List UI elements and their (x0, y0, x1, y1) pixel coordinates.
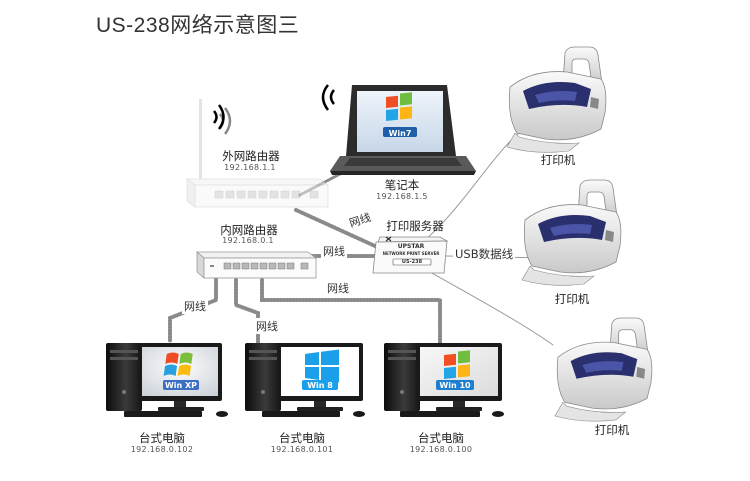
laptop-ip: 192.168.1.5 (376, 192, 428, 201)
print-server (372, 236, 449, 274)
wire-label-desktop-2: 网线 (254, 318, 280, 334)
desktop-2-label: 台式电脑 (279, 431, 325, 445)
desktop-1 (106, 343, 228, 417)
windows-7-logo (386, 92, 412, 121)
desktop-3-os-label: Win 10 (439, 381, 471, 390)
windows-10-logo (444, 350, 470, 379)
cable-outer-router-to-server (294, 208, 377, 248)
desktop-3-label: 台式电脑 (418, 431, 464, 445)
inner-router-label: 内网路由器 (220, 223, 278, 237)
usb-cable-printer-3 (429, 271, 554, 346)
printer-1 (506, 46, 607, 153)
printer-2-label: 打印机 (554, 292, 590, 306)
printer-2 (521, 179, 622, 286)
inner-router (195, 251, 318, 279)
laptop-label: 笔记本 (384, 178, 420, 192)
desktop-3-ip: 192.168.0.100 (409, 445, 473, 454)
desktop-3 (384, 343, 504, 417)
windows-8-logo (305, 349, 339, 383)
outer-router-ip: 192.168.1.1 (224, 163, 276, 172)
printer-3-label: 打印机 (594, 423, 630, 437)
desktop-1-label: 台式电脑 (139, 431, 185, 445)
page-title: US-238网络示意图三 (96, 14, 300, 37)
printer-1-label: 打印机 (540, 153, 576, 167)
laptop (330, 85, 476, 175)
outer-router (185, 99, 330, 208)
wifi-icon-laptop (321, 84, 335, 111)
print-server-brand: UPSTAR (397, 243, 425, 250)
desktop-2-ip: 192.168.0.101 (270, 445, 334, 454)
desktop-1-ip: 192.168.0.102 (130, 445, 194, 454)
wire-label-desktop-1: 网线 (182, 298, 208, 314)
windows-xp-logo (163, 352, 193, 376)
outer-router-label: 外网路由器 (222, 149, 280, 163)
printer-3 (554, 317, 653, 422)
wire-label-desktop-3: 网线 (325, 280, 351, 296)
win-xp-plate (163, 380, 199, 390)
cable-desktop-3 (260, 278, 442, 347)
win-8-plate (302, 380, 338, 390)
print-server-label: 打印服务器 (386, 219, 444, 233)
print-server-subtitle: NETWORK PRINT SERVER (382, 251, 440, 256)
desktop-1-os-label: Win XP (164, 381, 198, 390)
wifi-icon-router (212, 104, 225, 130)
desktop-2-os-label: Win 8 (307, 381, 333, 390)
usb-cable-label: USB数据线 (453, 246, 516, 262)
print-server-model: US-238 (401, 259, 423, 265)
wire-label-inner: 网线 (321, 243, 347, 259)
laptop-os-label: Win7 (388, 129, 412, 138)
inner-router-ip: 192.168.0.1 (222, 236, 274, 245)
